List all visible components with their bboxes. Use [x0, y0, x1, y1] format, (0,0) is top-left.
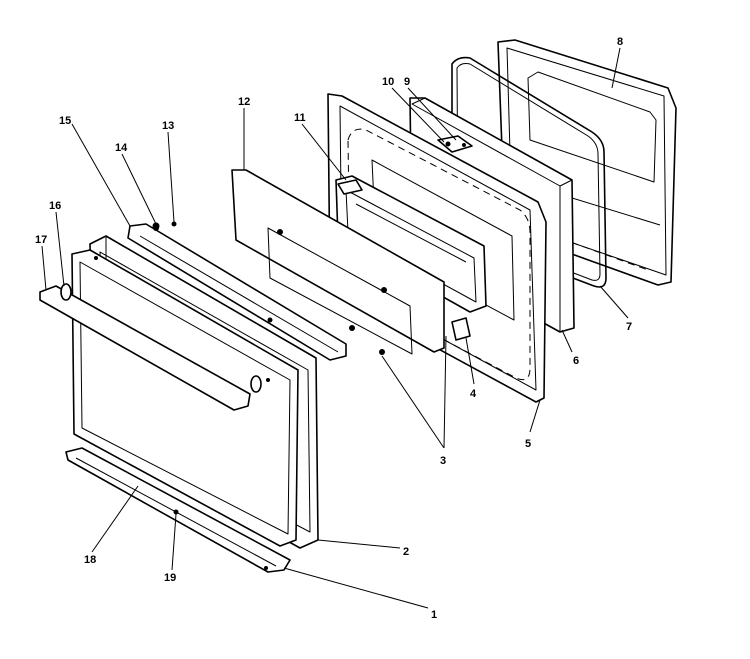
callout-13: 13: [162, 120, 174, 132]
leader-lines: [41, 47, 629, 609]
callout-19: 19: [164, 572, 176, 584]
callout-11: 11: [294, 112, 306, 124]
part-18-19-bottom-channel: [65, 447, 291, 573]
callout-12: 12: [238, 96, 250, 108]
callout-1: 1: [431, 609, 437, 621]
callout-3: 3: [440, 455, 446, 467]
callout-5: 5: [525, 438, 531, 450]
part-11-window-pack: [335, 175, 487, 313]
part-13-14-screws: [152, 221, 177, 230]
callout-6: 6: [573, 355, 579, 367]
callout-9: 9: [404, 76, 410, 88]
part-1-front-glass: [71, 249, 299, 547]
part-4-clip: [451, 317, 471, 341]
part-9-10-latch-bracket: [437, 135, 473, 153]
callout-14: 14: [115, 142, 128, 154]
callout-18: 18: [84, 554, 96, 566]
part-12-baffle: [231, 169, 445, 355]
part-15-top-channel: [127, 223, 347, 361]
callout-17: 17: [35, 234, 47, 246]
callout-15: 15: [59, 115, 71, 127]
callout-10: 10: [382, 76, 394, 88]
callout-7: 7: [626, 321, 632, 333]
callout-8: 8: [617, 36, 623, 48]
callout-4: 4: [470, 388, 477, 400]
callout-16: 16: [49, 200, 61, 212]
callout-2: 2: [403, 546, 409, 558]
callout-labels: 1 2 3 4 5 6 7 8 9 10 11 12 13 14 15 16 1…: [35, 36, 632, 621]
part-16-17-handle: [39, 283, 270, 411]
